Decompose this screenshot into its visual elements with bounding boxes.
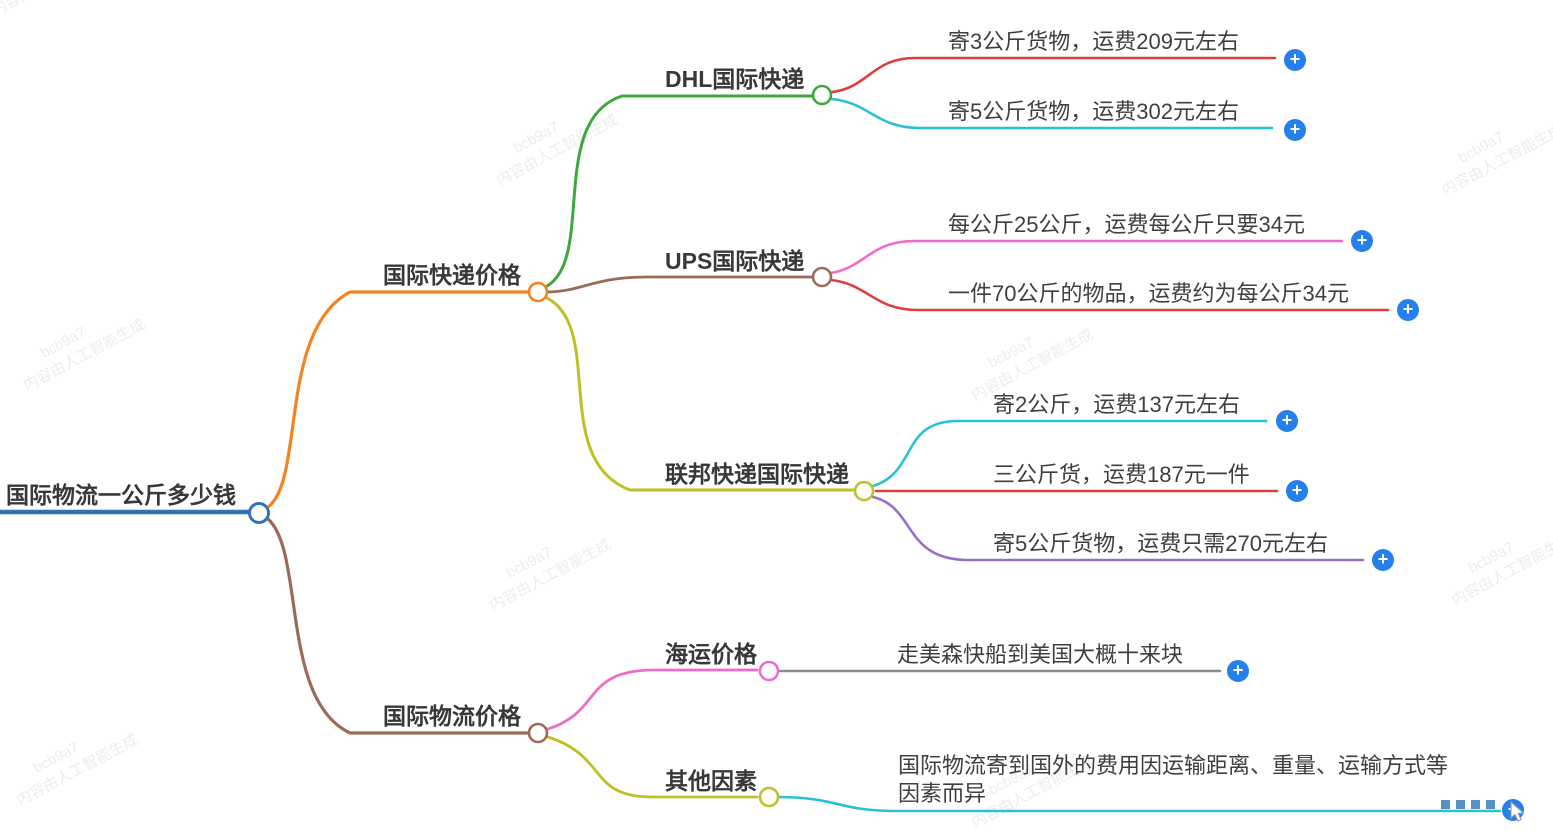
leaf-line-ups-2 bbox=[829, 278, 1390, 312]
leaf-line-other-1 bbox=[778, 795, 1502, 813]
leaf-line-dhl-1 bbox=[830, 56, 1277, 94]
expand-button-fedex-1[interactable]: + bbox=[1276, 410, 1298, 432]
expand-button-dhl-1[interactable]: + bbox=[1284, 49, 1306, 71]
node-dot-express-price[interactable] bbox=[527, 281, 549, 303]
node-label-express-price[interactable]: 国际快递价格 bbox=[383, 262, 521, 288]
leaf-line-fedex-1 bbox=[871, 419, 1268, 488]
node-dot-fedex[interactable] bbox=[853, 480, 875, 502]
node-label-logistics-price[interactable]: 国际物流价格 bbox=[383, 703, 521, 729]
root-node-label[interactable]: 国际物流一公斤多少钱 bbox=[6, 482, 236, 508]
branch-line-ups bbox=[546, 275, 814, 294]
leaf-label-other-1[interactable]: 国际物流寄到国外的费用因运输距离、重量、运输方式等因素而异 bbox=[898, 753, 1449, 806]
leaf-label-ups-1[interactable]: 每公斤25公斤，运费每公斤只要34元 bbox=[948, 212, 1305, 237]
node-label-fedex[interactable]: 联邦快递国际快递 bbox=[665, 461, 849, 487]
leaf-label-fedex-1[interactable]: 寄2公斤，运费137元左右 bbox=[993, 392, 1240, 417]
leaf-line-fedex-3 bbox=[871, 495, 1365, 562]
node-dot-logistics-price[interactable] bbox=[527, 722, 549, 744]
leaf-label-fedex-3[interactable]: 寄5公斤货物，运费只需270元左右 bbox=[993, 531, 1328, 556]
unreadable-text-artifact bbox=[1441, 800, 1499, 809]
expand-button-sea-1[interactable]: + bbox=[1227, 660, 1249, 682]
branch-line-logistics-price bbox=[266, 517, 530, 735]
leaf-line-dhl-2 bbox=[830, 97, 1274, 130]
node-label-other[interactable]: 其他因素 bbox=[665, 768, 757, 794]
node-dot-dhl[interactable] bbox=[811, 84, 833, 106]
node-dot-ups[interactable] bbox=[811, 266, 833, 288]
leaf-label-ups-2[interactable]: 一件70公斤的物品，运费约为每公斤34元 bbox=[948, 281, 1349, 306]
branch-line-sea bbox=[546, 668, 759, 731]
expand-button-ups-2[interactable]: + bbox=[1397, 299, 1419, 321]
leaf-label-fedex-2[interactable]: 三公斤货，运费187元一件 bbox=[993, 462, 1250, 487]
expand-button-fedex-3[interactable]: + bbox=[1372, 549, 1394, 571]
leaf-label-dhl-2[interactable]: 寄5公斤货物，运费302元左右 bbox=[948, 99, 1239, 124]
expand-button-fedex-2[interactable]: + bbox=[1286, 480, 1308, 502]
branch-line-express-price bbox=[266, 290, 530, 509]
leaf-line-ups-1 bbox=[829, 239, 1344, 275]
node-dot-other[interactable] bbox=[758, 786, 780, 808]
node-dot-root[interactable] bbox=[248, 502, 270, 524]
leaf-label-sea-1[interactable]: 走美森快船到美国大概十来块 bbox=[897, 642, 1184, 667]
branch-line-dhl bbox=[545, 94, 814, 288]
node-label-ups[interactable]: UPS国际快递 bbox=[665, 248, 805, 274]
node-dot-sea[interactable] bbox=[758, 660, 780, 682]
node-label-sea[interactable]: 海运价格 bbox=[665, 641, 757, 667]
expand-button-dhl-2[interactable]: + bbox=[1284, 119, 1306, 141]
expand-button-ups-1[interactable]: + bbox=[1351, 230, 1373, 252]
expand-button-other-1[interactable]: + bbox=[1502, 799, 1524, 821]
branch-line-other bbox=[546, 735, 759, 799]
branch-line-fedex bbox=[545, 296, 855, 492]
leaf-label-dhl-1[interactable]: 寄3公斤货物，运费209元左右 bbox=[948, 29, 1239, 54]
node-label-dhl[interactable]: DHL国际快递 bbox=[665, 66, 805, 92]
